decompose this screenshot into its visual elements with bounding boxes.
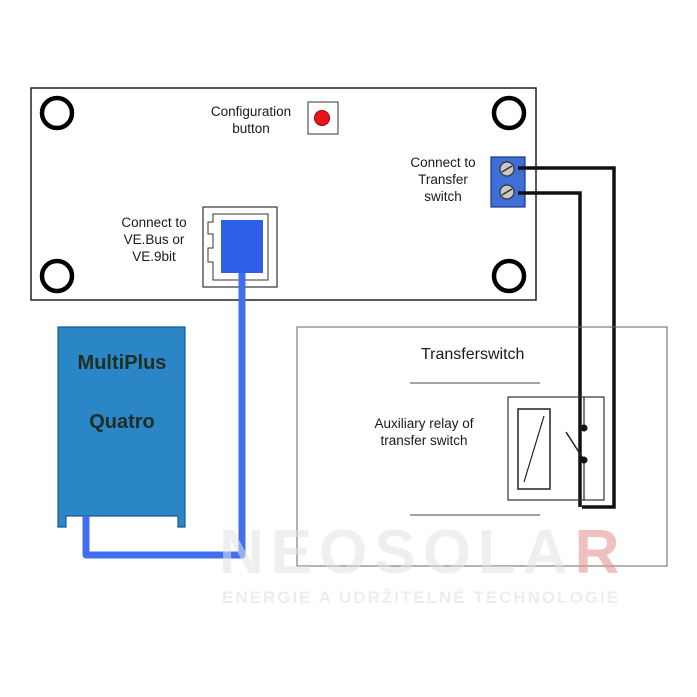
vebus-label-line-3: VE.9bit [132, 249, 176, 264]
config-button-label: Configuration button [196, 103, 306, 137]
transfer-label-line-1: Connect to [410, 155, 476, 170]
config-button [314, 110, 330, 126]
relay-contact-switch [565, 431, 585, 461]
vebus-connect-label: Connect to VE.Bus or VE.9bit [110, 214, 198, 265]
transfer-wire-1 [518, 166, 616, 509]
watermark-tagline: ENERGIE A UDRŽITELNÉ TECHNOLOGIE [222, 588, 621, 607]
watermark-brand-last: R [574, 518, 627, 587]
vebus-port-socket [221, 220, 263, 273]
config-label-line-2: button [232, 121, 270, 136]
relay-label-line-1: Auxiliary relay of [374, 416, 474, 431]
vebus-port-outline [207, 213, 269, 281]
mounting-hole-top-left [39, 95, 75, 131]
mounting-hole-top-right [491, 95, 527, 131]
unit-label-quatro: Quatro [89, 411, 155, 433]
vebus-label-line-1: Connect to [121, 215, 187, 230]
mounting-hole-bottom-left [39, 258, 75, 294]
watermark-brand: NEOSOLAR [219, 518, 627, 587]
vebus-cable [82, 273, 246, 559]
transfer-label-line-2: Transfer [418, 172, 468, 187]
interface-board [30, 87, 537, 301]
relay-contact-point-top [580, 424, 588, 432]
vebus-label-line-2: VE.Bus or [123, 232, 185, 247]
multiplus-unit [57, 326, 186, 528]
relay-contact-point-bottom [580, 456, 588, 464]
relay-frame [507, 396, 605, 501]
relay-label-line-2: transfer switch [380, 433, 468, 448]
unit-label-multiplus: MultiPlus [77, 352, 167, 374]
relay-label: Auxiliary relay of transfer switch [360, 415, 488, 449]
transferswitch-title: Transferswitch [421, 346, 525, 363]
transfer-label-line-3: switch [424, 189, 462, 204]
mounting-hole-bottom-right [491, 258, 527, 294]
transfer-connect-label: Connect to Transfer switch [396, 154, 490, 205]
transferswitch-box [296, 326, 668, 567]
transfer-wire-2 [518, 191, 582, 507]
config-label-line-1: Configuration [210, 104, 292, 119]
